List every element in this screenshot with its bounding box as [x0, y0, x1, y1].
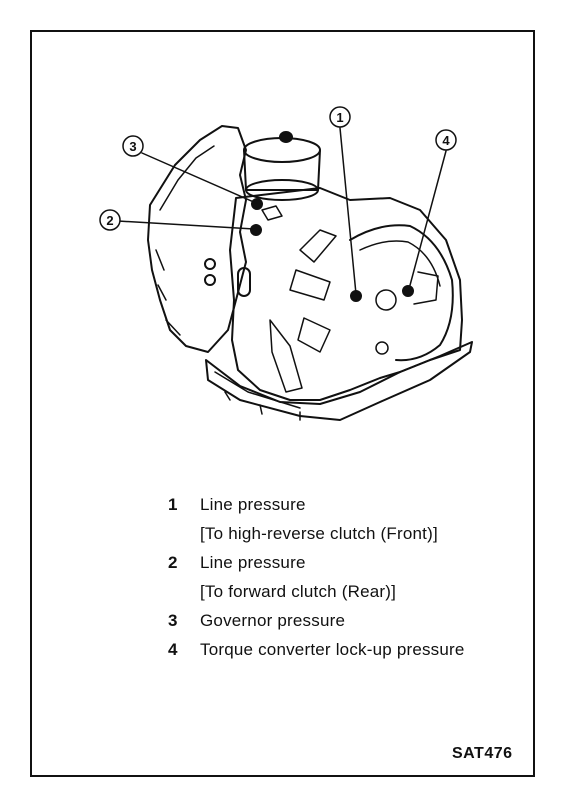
legend-number: 3 [168, 611, 178, 630]
legend-sub-label: [To forward clutch (Rear)] [200, 582, 397, 601]
port-4 [402, 285, 414, 297]
legend-number: 4 [168, 640, 178, 659]
port-2 [250, 224, 262, 236]
legend-label: Line pressure [200, 553, 306, 572]
callout-circle-2 [99, 209, 121, 231]
legend-number: 2 [168, 553, 178, 572]
legend-item: 4 Torque converter lock-up pressure [168, 635, 465, 664]
legend-label: Line pressure [200, 495, 306, 514]
callout-label-3: 3 [129, 139, 136, 154]
callout-label-4: 4 [442, 133, 450, 148]
legend-item: 2 Line pressure [168, 548, 465, 577]
legend-number: 1 [168, 495, 178, 514]
callout-circle-4 [435, 129, 457, 151]
figure-code: SAT476 [452, 745, 513, 762]
legend: 1 Line pressure [To high-reverse clutch … [168, 490, 465, 664]
legend-item: 3 Governor pressure [168, 606, 465, 635]
callout-circle-1 [329, 106, 351, 128]
port-3 [251, 198, 263, 210]
legend-label: Governor pressure [200, 611, 346, 630]
callout-label-2: 2 [106, 213, 113, 228]
callout-label-1: 1 [336, 110, 343, 125]
legend-item: 1 Line pressure [168, 490, 465, 519]
bell-housing [147, 125, 247, 353]
legend-label: Torque converter lock-up pressure [200, 640, 465, 659]
callout-circle-3 [122, 135, 144, 157]
oil-pan [205, 341, 473, 421]
figure-frame [30, 30, 535, 777]
top-cylinder [243, 149, 321, 191]
legend-sub-label: [To high-reverse clutch (Front)] [200, 524, 438, 543]
